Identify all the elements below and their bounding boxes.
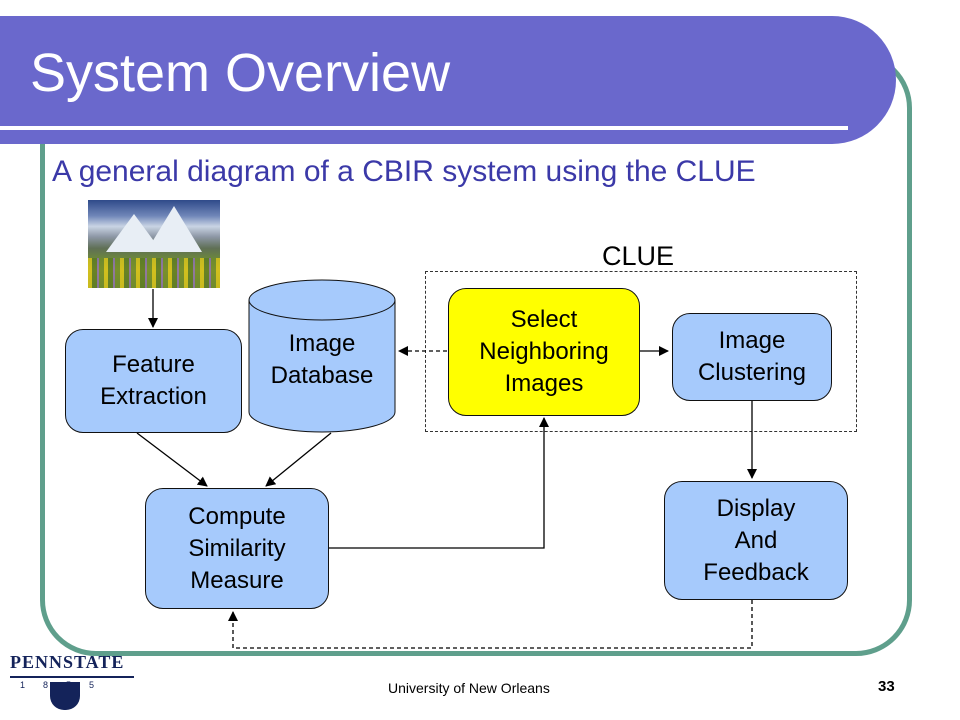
footer-institution: University of New Orleans [388, 680, 550, 696]
select-neighboring-label: Select Neighboring Images [479, 306, 609, 397]
query-image [88, 200, 220, 288]
display-feedback-node: Display And Feedback [664, 481, 848, 600]
title-bar [0, 16, 896, 144]
select-neighboring-node: Select Neighboring Images [448, 288, 640, 416]
image-database-label: Image Database [270, 330, 374, 389]
title-underline [0, 126, 848, 130]
compute-similarity-label: Compute Similarity Measure [188, 502, 286, 594]
image-clustering-node: Image Clustering [672, 313, 832, 401]
pennstate-wordmark: PENNSTATE [10, 652, 125, 672]
image-database-cylinder [248, 279, 396, 433]
logo-rule [10, 676, 134, 678]
feature-extraction-node: Feature Extraction [65, 329, 242, 433]
shield-icon [50, 682, 80, 710]
page-number: 33 [878, 678, 895, 695]
slide-title: System Overview [30, 43, 451, 103]
mountain-peak [146, 206, 202, 252]
display-feedback-label: Display And Feedback [703, 494, 809, 586]
image-clustering-label: Image Clustering [697, 327, 807, 386]
pennstate-logo: PENNSTATE 1855 [10, 652, 134, 714]
meadow-flowers [88, 258, 220, 288]
compute-similarity-node: Compute Similarity Measure [145, 488, 329, 609]
feature-extraction-label: Feature Extraction [100, 351, 207, 410]
clue-group-label: CLUE [602, 241, 675, 271]
slide-subtitle: A general diagram of a CBIR system using… [52, 155, 756, 188]
